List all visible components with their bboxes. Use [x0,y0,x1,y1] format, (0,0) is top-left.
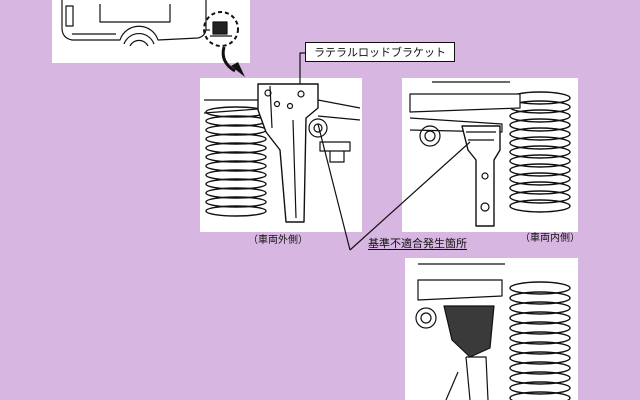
spring-coil-turn [205,133,267,145]
spring-coil-turn [205,169,267,181]
axle-beam-right [317,99,361,121]
bracket-hole [481,172,489,180]
axle-beam [417,279,503,301]
axle-beam [409,93,521,113]
spring-coil-turn [509,301,571,315]
bracket-lower-arm [465,356,489,400]
bracket-hole [297,90,305,98]
bushing [308,118,328,138]
spring-coil-turn [509,371,571,385]
bracket-rib [292,119,297,219]
spring-coil-turn [509,181,571,195]
mount-clip [329,151,345,163]
spring-coil-turn [509,341,571,355]
vehicle-overview-panel [52,0,250,63]
coil-spring [509,91,571,213]
inner-side-panel [402,78,578,232]
spring-coil-turn [205,151,267,163]
coil-spring [509,281,571,400]
spring-coil-turn [205,142,267,154]
rear-hatch-line [99,4,171,23]
closeup-panel [405,258,578,400]
mount-hardware [319,141,351,152]
rear-wheel [123,32,155,45]
inner-side-caption: （車両内側） [520,233,580,244]
arrow-head [231,62,245,77]
spring-coil-turn [509,361,571,375]
spring-coil-turn [509,311,571,325]
spring-coil-turn [509,145,571,159]
part-name-label: ラテラルロッドブラケット [305,42,455,62]
spring-coil-turn [509,321,571,335]
spring-coil-turn [509,136,571,150]
bracket-hole [480,202,490,212]
spring-coil-turn [509,154,571,168]
lateral-rod-bracket [257,83,319,223]
spring-coil-turn [509,351,571,365]
spring-coil-turn [205,205,267,217]
spring-coil-turn [509,281,571,295]
axle-beam-lower [409,117,503,133]
vehicle-body-outline [61,0,207,41]
spring-coil-turn [509,118,571,132]
spring-coil-turn [509,291,571,305]
outer-side-panel [200,78,362,232]
nonconformity-location-label: 基準不適合発生箇所 [368,237,467,250]
spring-coil-turn [509,391,571,400]
axle-beam-left [203,99,259,114]
spring-coil-turn [509,172,571,186]
detail-arrow [221,46,245,77]
lateral-rod-bracket [461,125,501,227]
part-name-leader [299,52,305,84]
bracket-hole [264,89,272,97]
detail-circle [203,11,239,47]
spring-coil-turn [509,190,571,204]
nonconforming-bracket-area [443,305,495,358]
bushing [419,125,441,147]
arrow-shaft [221,46,236,73]
spring-coil-turn [205,160,267,172]
spring-coil-turn [509,381,571,395]
spring-coil-turn [509,127,571,141]
bracket-flange-edge [269,85,273,129]
spring-coil-turn [509,109,571,123]
rear-wheel-inner [129,39,149,47]
closeup-leader-line [445,371,459,400]
nonconformity-leader-inner [349,141,471,251]
bracket-hole [273,100,281,108]
rear-lamp [65,5,74,27]
spring-coil-turn [205,187,267,199]
bushing-bolt [420,312,432,324]
spring-coil-turn [205,178,267,190]
bracket-weld-line [466,131,496,141]
bushing-bolt [424,130,436,142]
spring-coil-turn [509,163,571,177]
spring-coil-turn [509,199,571,213]
nonconformity-leader-outer [317,123,351,251]
bushing [415,307,437,329]
bracket-hole [286,102,294,110]
bracket-location-mark [212,21,228,35]
spring-coil-turn [509,331,571,345]
spring-coil-turn [205,196,267,208]
outer-side-caption: （車両外側） [248,235,308,246]
